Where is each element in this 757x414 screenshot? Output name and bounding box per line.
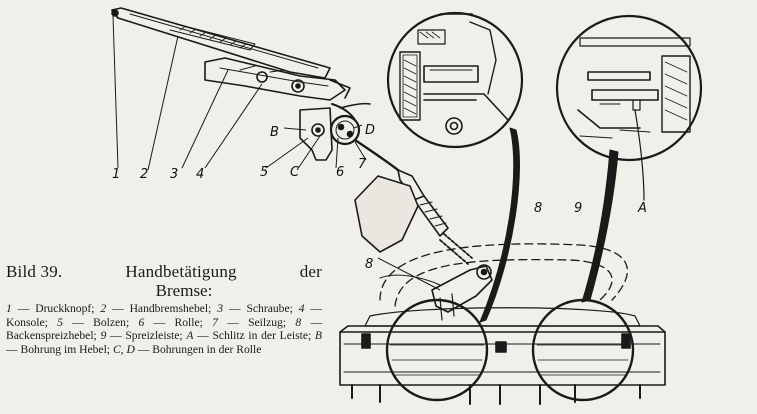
pointer-spreader-bar: [581, 149, 619, 303]
callout-8-lower: 8: [365, 257, 373, 272]
backing-housing: [354, 175, 419, 253]
legend-item: 9 — Spreizleiste;: [100, 329, 183, 343]
callout-6: 6: [336, 165, 344, 180]
callout-labels: 1 2 3 4 5 C 6 7 B D 8 8 9 A: [112, 123, 647, 272]
legend-item: 3 — Schraube;: [217, 302, 293, 315]
detail-circle-lever: [386, 11, 524, 149]
callout-7: 7: [358, 157, 367, 172]
legend-item: 7 — Seilzug;: [212, 315, 287, 329]
bracket-console: [204, 57, 351, 101]
figure-title-part1: Handbetätigung: [125, 262, 237, 281]
cable-boot: [397, 169, 473, 265]
legend-item: 2 — Handbremshebel;: [100, 302, 212, 315]
callout-2: 2: [140, 167, 148, 182]
pointer-slot: [634, 109, 645, 201]
legend-item: 1 — Druckknopf;: [6, 302, 95, 315]
figure-caption: Bild 39. Handbetätigung der Bremse: 1 — …: [6, 262, 322, 356]
callout-d: D: [365, 123, 375, 138]
legend: 1 — Druckknopf; 2 — Handbremshebel; 3 — …: [6, 302, 322, 356]
hand-brake-lever: [111, 7, 331, 79]
detail-circle-spreader-bar: [555, 14, 703, 162]
legend-item: B — Bohrung im Hebel;: [6, 329, 323, 356]
expander-lever: [379, 264, 493, 321]
figure-number: Bild 39.: [6, 262, 63, 281]
callout-1: 1: [112, 167, 120, 182]
callout-9: 9: [574, 201, 582, 216]
caption-title-line1: Bild 39. Handbetätigung der: [6, 262, 322, 281]
legend-item: 8 — Backenspreizhebel;: [6, 315, 323, 343]
callout-5: 5: [260, 165, 268, 180]
legend-item: A — Schlitz in der Leiste;: [186, 329, 312, 343]
callout-c: C: [290, 165, 300, 180]
legend-item: 5 — Bolzen;: [57, 315, 130, 329]
leader-lines: [112, 15, 441, 291]
figure-title-part2: der: [299, 262, 322, 281]
legend-item: C, D — Bohrungen in der Rolle: [112, 342, 262, 356]
callout-a: A: [637, 201, 647, 216]
pointer-lever: [479, 127, 520, 323]
callout-8-upper: 8: [534, 201, 542, 216]
legend-item: 4 — Konsole;: [6, 302, 323, 329]
callout-b: B: [270, 125, 279, 140]
figure-title-line2: Bremse:: [155, 281, 213, 300]
cable-pulley: [299, 102, 400, 172]
callout-4: 4: [196, 167, 204, 182]
callout-3: 3: [170, 167, 178, 182]
legend-item: 6 — Rolle;: [138, 315, 203, 329]
